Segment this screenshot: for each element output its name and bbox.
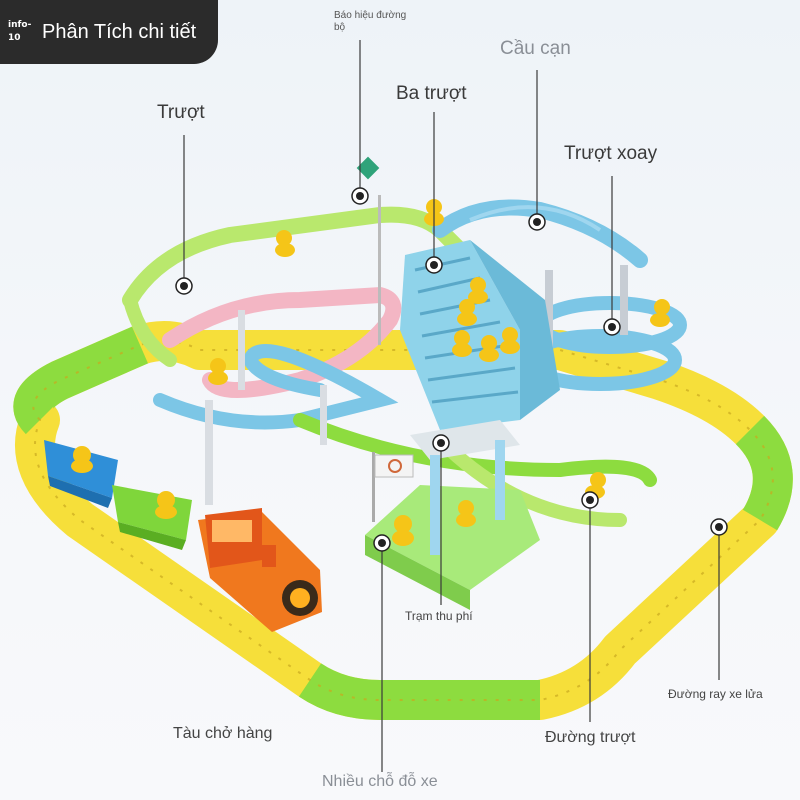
label-bridge: Cầu cạn xyxy=(500,38,571,59)
label-slide: Trượt xyxy=(157,102,205,123)
label-train-rail: Đường ray xe lửa xyxy=(668,687,763,701)
header-badge: info-10 Phân Tích chi tiết xyxy=(0,0,218,64)
label-parking: Nhiều chỗ đỗ xe xyxy=(322,773,438,790)
leader-lines xyxy=(183,40,720,772)
label-triple-slide: Ba trượt xyxy=(396,83,467,104)
label-cargo-train: Tàu chở hàng xyxy=(173,725,273,742)
stair-tower xyxy=(400,240,560,430)
cargo-train xyxy=(44,440,322,632)
label-spiral-slide: Trượt xoay xyxy=(564,143,658,164)
blue-slide-track xyxy=(153,344,399,430)
callout-markers xyxy=(175,187,728,552)
toll-station xyxy=(365,420,540,610)
label-slide-track: Đường trượt xyxy=(545,729,636,746)
label-toll-station: Trạm thu phí xyxy=(405,609,473,623)
brand-logo: info-10 xyxy=(8,20,32,43)
outer-rail xyxy=(13,321,793,720)
page-title: Phân Tích chi tiết xyxy=(42,21,197,43)
label-road-sign: Báo hiệu đường bộ xyxy=(334,10,407,33)
pink-slide-track xyxy=(162,286,402,398)
